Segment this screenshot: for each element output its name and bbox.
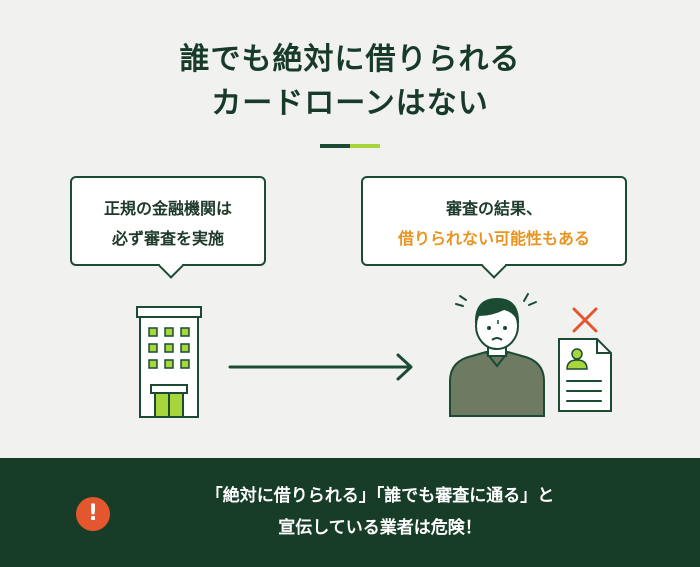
arrow-right-icon: [228, 353, 413, 381]
page-title: 誰でも絶対に借りられる カードローンはない: [0, 38, 700, 126]
warning-line-1: 「絶対に借りられる」「誰でも審査に通る」と: [205, 486, 555, 506]
cross-icon: [572, 307, 598, 333]
warning-message: 「絶対に借りられる」「誰でも審査に通る」と 宣伝している業者は危険！: [120, 480, 640, 544]
bubble-right-line-1: 審査の結果、: [445, 199, 542, 218]
building-icon: [136, 306, 202, 418]
warning-banner: [0, 458, 700, 567]
bubble-right-line-2: 借りられない可能性もある: [397, 229, 590, 248]
worried-person-icon: [449, 293, 545, 417]
speech-bubble-result: 審査の結果、 借りられない可能性もある: [361, 176, 627, 279]
title-underline: [320, 144, 380, 148]
exclamation-icon: !: [76, 497, 110, 531]
bubble-left-line-2: 必ず審査を実施: [111, 229, 224, 248]
document-icon: [558, 338, 612, 412]
speech-bubble-institution: 正規の金融機関は 必ず審査を実施: [70, 176, 266, 279]
bubble-left-line-1: 正規の金融機関は: [103, 199, 232, 218]
title-line-1: 誰でも絶対に借りられる: [179, 42, 521, 77]
warning-line-2: 宣伝している業者は危険！: [278, 518, 482, 538]
title-line-2: カードローンはない: [211, 86, 489, 121]
